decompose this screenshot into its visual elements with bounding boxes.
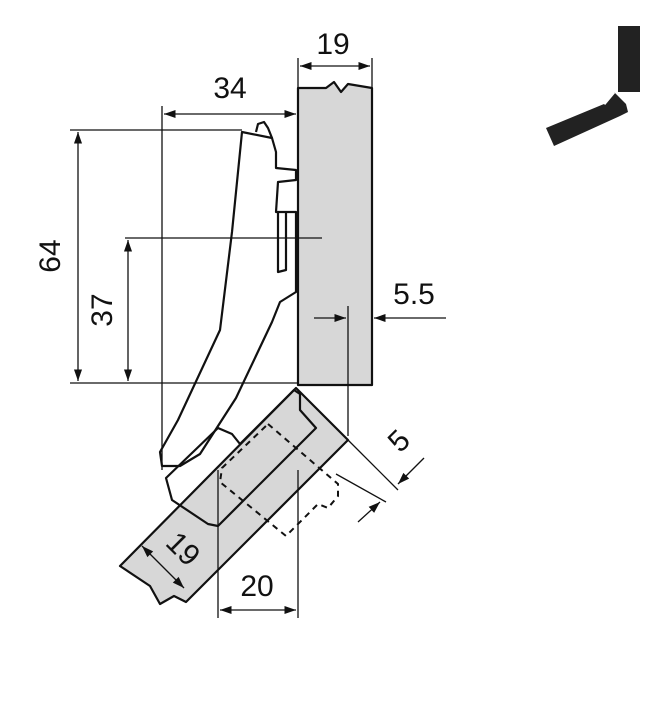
dim-height-hole-label: 37 xyxy=(86,293,119,326)
dim-5-ext-a xyxy=(347,439,399,491)
dim-overlay-width-label: 34 xyxy=(213,72,246,105)
hinge-knuckle xyxy=(164,388,318,528)
hinge-arm xyxy=(158,130,298,468)
dim-5-ext-b xyxy=(335,473,387,503)
door-panel xyxy=(118,386,350,606)
dim-bottom-offset-label: 20 xyxy=(240,570,273,603)
dim-5-arrow-b xyxy=(357,501,381,523)
dim-height-total-label: 64 xyxy=(34,239,67,272)
cabinet-angle-icon xyxy=(546,26,640,146)
hinge-mount-plate xyxy=(276,212,288,274)
dim-5-arrow-a xyxy=(397,457,425,485)
dim-gap-label: 5 xyxy=(382,424,417,459)
dim-offset-label: 5.5 xyxy=(393,278,435,311)
dim-top-width-label: 19 xyxy=(316,28,349,61)
cabinet-side-panel xyxy=(296,80,374,387)
dim-door-thickness-line xyxy=(141,545,185,589)
hinge-top-tab xyxy=(254,120,274,139)
